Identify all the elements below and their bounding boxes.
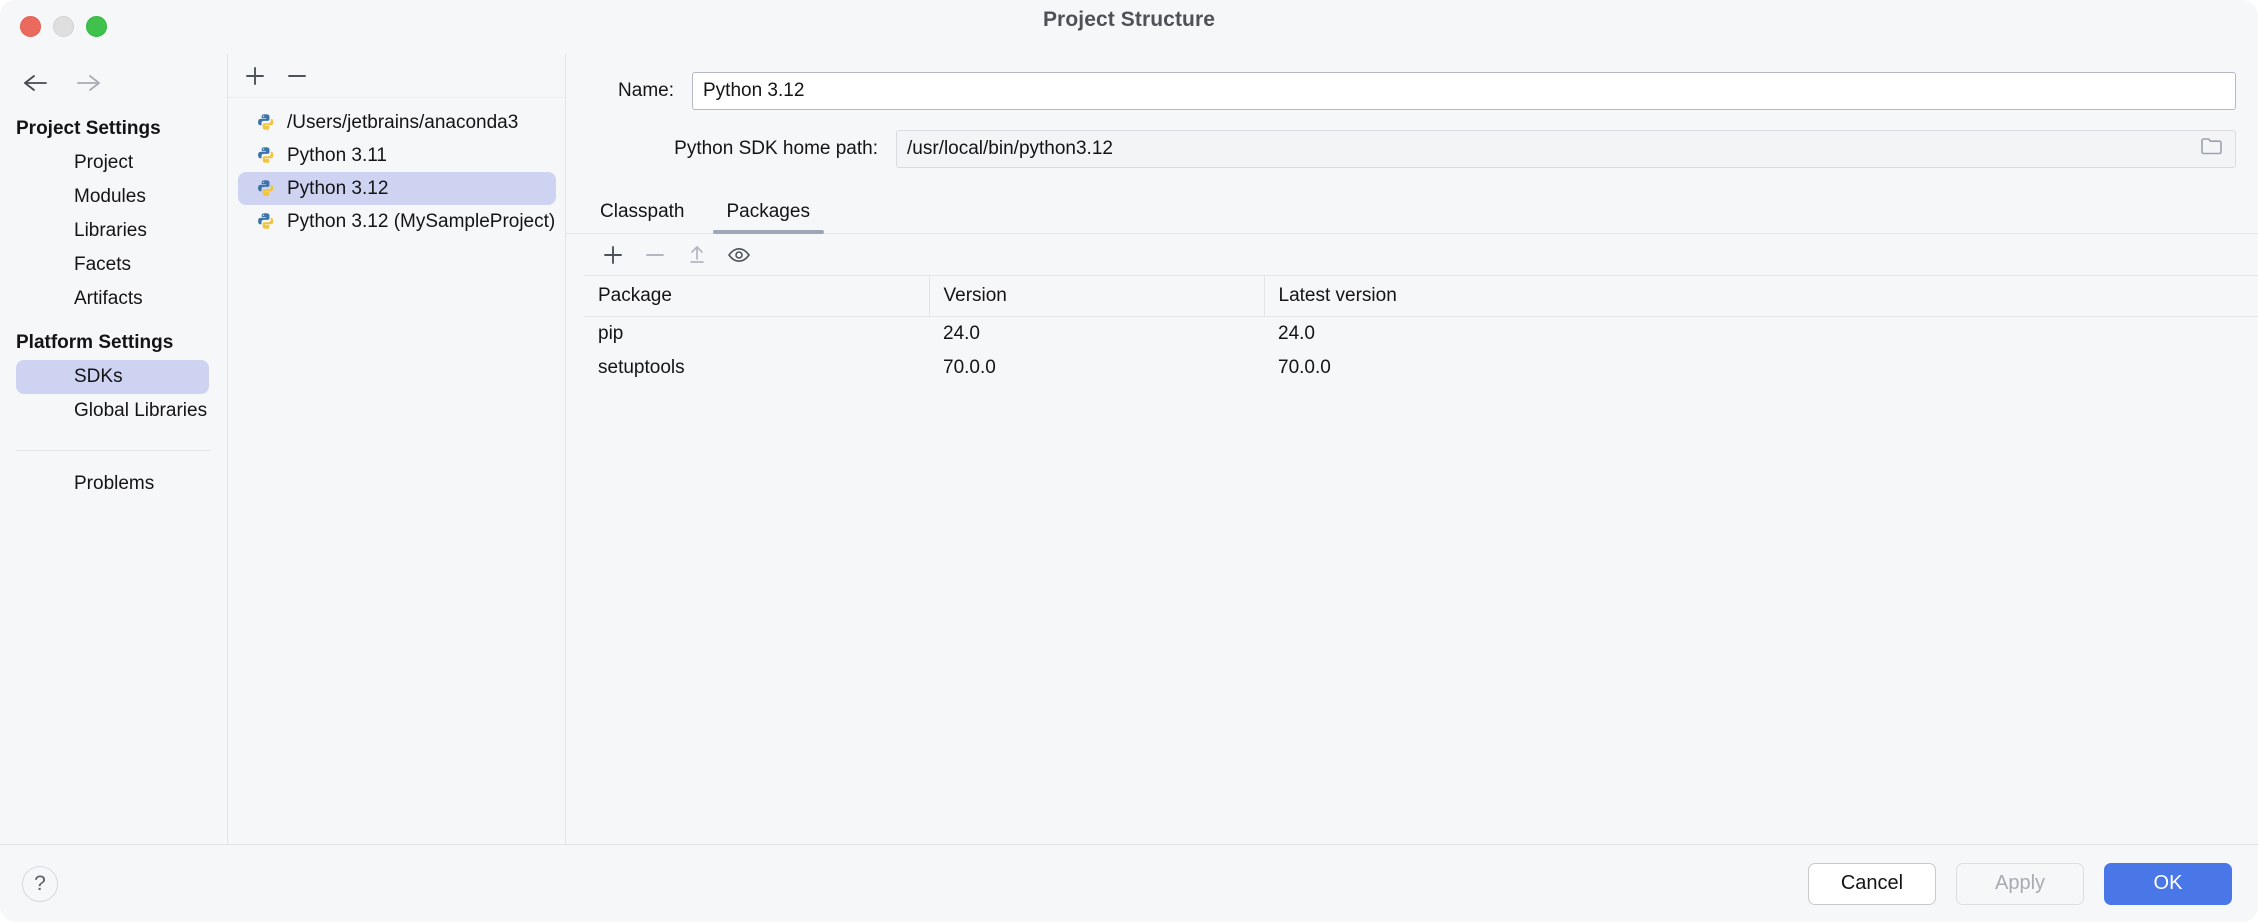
sdk-list-item-label: Python 3.12 xyxy=(287,177,389,199)
cell-package: pip xyxy=(584,316,929,351)
sdk-list-item-python-312[interactable]: Python 3.12 xyxy=(238,172,556,205)
minus-icon xyxy=(288,74,306,77)
eye-icon xyxy=(728,247,750,262)
packages-table-wrapper: Package Version Latest version pip 24.0 … xyxy=(584,276,2258,844)
name-field-row: Name: Python 3.12 xyxy=(566,70,2258,112)
sidebar-item-libraries[interactable]: Libraries xyxy=(74,220,147,241)
sidebar-item-artifacts[interactable]: Artifacts xyxy=(74,288,143,309)
tab-packages-label: Packages xyxy=(726,201,810,222)
forward-button[interactable] xyxy=(70,68,104,98)
sdk-list-item-python-312-mysampleproject[interactable]: Python 3.12 (MySampleProject) xyxy=(238,205,556,238)
add-sdk-button[interactable] xyxy=(238,60,272,92)
sdk-items: /Users/jetbrains/anaconda3 Python 3.11 P… xyxy=(228,98,565,238)
apply-button[interactable]: Apply xyxy=(1956,862,2084,905)
sdk-name-value: Python 3.12 xyxy=(703,80,805,101)
python-icon xyxy=(258,179,274,196)
column-header-version[interactable]: Version xyxy=(929,276,1265,317)
dialog-footer: ? Cancel Apply OK xyxy=(0,844,2258,922)
plus-icon xyxy=(604,245,622,264)
tab-classpath-label: Classpath xyxy=(600,201,685,222)
cell-version: 70.0.0 xyxy=(929,351,1264,385)
sdk-name-input[interactable]: Python 3.12 xyxy=(692,72,2236,110)
column-header-package[interactable]: Package xyxy=(584,276,930,317)
upgrade-package-button[interactable] xyxy=(680,239,714,271)
install-package-button[interactable] xyxy=(596,239,630,271)
minus-icon xyxy=(646,253,664,256)
cell-version: 24.0 xyxy=(929,316,1264,351)
cell-latest-version: 24.0 xyxy=(1264,316,2258,351)
tab-packages[interactable]: Packages xyxy=(711,201,826,234)
sdk-home-path-value: /usr/local/bin/python3.12 xyxy=(907,138,1113,159)
sidebar-group-platform-settings: Platform Settings xyxy=(16,332,174,353)
sdk-list-item-label: Python 3.12 (MySampleProject) xyxy=(287,210,556,232)
browse-folder-button[interactable] xyxy=(2199,135,2225,163)
close-window-button[interactable] xyxy=(20,16,41,37)
python-icon xyxy=(258,212,274,229)
sdk-detail-pane: Name: Python 3.12 Python SDK home path: … xyxy=(566,54,2258,844)
ok-button[interactable]: OK xyxy=(2104,862,2232,905)
sidebar-item-modules[interactable]: Modules xyxy=(74,186,146,207)
window-title: Project Structure xyxy=(1042,8,1216,31)
column-header-latest-version[interactable]: Latest version xyxy=(1264,276,2258,317)
sidebar-group-project-settings: Project Settings xyxy=(16,118,161,139)
sdk-home-path-row: Python SDK home path: /usr/local/bin/pyt… xyxy=(566,128,2258,170)
packages-table: Package Version Latest version pip 24.0 … xyxy=(584,276,2258,385)
sdk-home-path-label: Python SDK home path: xyxy=(674,138,878,159)
python-icon xyxy=(258,146,274,163)
traffic-lights xyxy=(20,16,107,37)
navigation-arrows xyxy=(0,54,227,100)
remove-sdk-button[interactable] xyxy=(280,60,314,92)
table-header-row: Package Version Latest version xyxy=(584,276,2258,317)
sidebar-item-global-libraries[interactable]: Global Libraries xyxy=(74,400,208,421)
tab-classpath[interactable]: Classpath xyxy=(584,201,701,233)
sidebar-divider xyxy=(16,450,211,451)
dialog-body: Project Settings Project Modules Librari… xyxy=(0,54,2258,844)
settings-sidebar: Project Settings Project Modules Librari… xyxy=(0,54,228,844)
question-mark-icon: ? xyxy=(34,871,46,895)
sdk-list-item-label: Python 3.11 xyxy=(287,144,388,166)
show-early-releases-button[interactable] xyxy=(722,239,756,271)
sdk-list-item-anaconda3[interactable]: /Users/jetbrains/anaconda3 xyxy=(238,106,556,139)
uninstall-package-button[interactable] xyxy=(638,239,672,271)
packages-toolbar xyxy=(584,234,2258,276)
maximize-window-button[interactable] xyxy=(86,16,107,37)
sdk-list-item-python-311[interactable]: Python 3.11 xyxy=(238,139,556,172)
minimize-window-button[interactable] xyxy=(53,16,74,37)
sdk-list-toolbar xyxy=(228,54,565,98)
arrow-left-icon xyxy=(24,75,47,91)
detail-tabs: Classpath Packages xyxy=(566,192,2258,234)
sdk-home-path-input[interactable]: /usr/local/bin/python3.12 xyxy=(896,130,2236,168)
back-button[interactable] xyxy=(20,68,54,98)
sidebar-item-project[interactable]: Project xyxy=(74,152,134,173)
sidebar-item-facets[interactable]: Facets xyxy=(74,254,132,275)
cell-latest-version: 70.0.0 xyxy=(1264,351,2258,385)
sdk-list-pane: /Users/jetbrains/anaconda3 Python 3.11 P… xyxy=(228,54,566,844)
cell-package: setuptools xyxy=(584,351,929,385)
upload-arrow-icon xyxy=(690,245,704,263)
plus-icon xyxy=(246,66,264,85)
arrow-right-icon xyxy=(77,75,100,91)
cancel-button[interactable]: Cancel xyxy=(1808,862,1936,905)
table-row[interactable]: pip 24.0 24.0 xyxy=(584,316,2258,351)
title-bar: Project Structure xyxy=(0,0,2258,54)
help-button[interactable]: ? xyxy=(22,865,58,902)
name-label: Name: xyxy=(618,80,674,101)
python-icon xyxy=(258,113,274,130)
sdk-list-item-label: /Users/jetbrains/anaconda3 xyxy=(287,111,519,133)
folder-icon xyxy=(2201,138,2222,155)
tab-underline xyxy=(712,230,824,234)
sidebar-item-problems[interactable]: Problems xyxy=(74,473,155,494)
sidebar-item-sdks[interactable]: SDKs xyxy=(16,360,209,394)
table-row[interactable]: setuptools 70.0.0 70.0.0 xyxy=(584,351,2258,385)
